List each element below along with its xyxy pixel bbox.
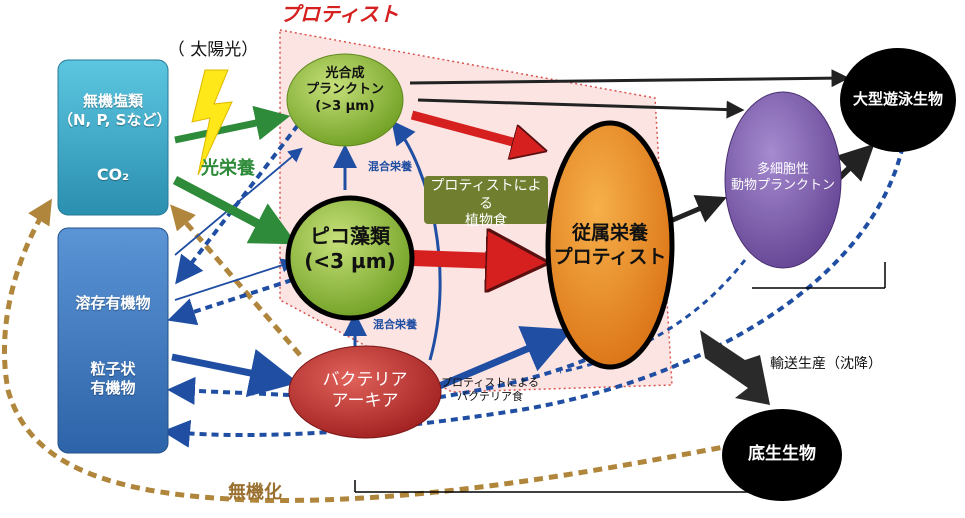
photo-plankton-label: 光合成 プランクトン (>3 µm) bbox=[305, 66, 384, 114]
dissolved-label: 溶存有機物 bbox=[75, 294, 151, 312]
protist-group-label: プロティスト bbox=[280, 2, 399, 26]
mineralization-label: 無機化 bbox=[228, 482, 282, 503]
mixotroph-top-label: 混合栄養 bbox=[368, 160, 412, 173]
pico-label: ピコ藻類 (<3 µm) bbox=[304, 224, 396, 273]
mixotroph-bottom-label: 混合栄養 bbox=[373, 318, 417, 331]
transport-label: 輸送生産（沈降） bbox=[770, 356, 882, 372]
red-arrow-photo-to-heterotroph bbox=[410, 110, 535, 148]
herbivory-label: プロティストによる 植物食 bbox=[430, 178, 542, 229]
dashed-arrow-nekton-to-particulate bbox=[162, 134, 907, 448]
red-arrow-pico-to-heterotroph bbox=[411, 258, 527, 262]
sinking-arrow bbox=[700, 330, 770, 405]
benthos-node bbox=[722, 409, 842, 501]
arrow-particulate-to-bacteria bbox=[171, 349, 299, 398]
inorganic-box bbox=[57, 59, 169, 216]
heterotroph-label: 従属栄養 プロティスト bbox=[553, 222, 667, 268]
thin-arrow-dissolved-to-pico bbox=[174, 258, 296, 301]
co2-label: CO₂ bbox=[96, 165, 130, 184]
mixotroph-arrow-bacteria-to-photo bbox=[391, 120, 442, 361]
dashed-arrow-pico-to-dissolved bbox=[167, 278, 293, 326]
particulate-label: 粒子状 有機物 bbox=[90, 360, 136, 397]
inorganic-label: 無機塩類 （N, P, Sなど） bbox=[58, 92, 172, 129]
herbivory-box bbox=[424, 176, 548, 224]
sunlight-label: （ 太陽光） bbox=[167, 40, 259, 60]
pico-node bbox=[285, 195, 415, 321]
mineralization-arrow bbox=[1, 198, 736, 503]
dashed-arrow-bacteria-to-particulate bbox=[167, 376, 291, 405]
black-arrow-photo-to-zooplankton bbox=[417, 98, 745, 119]
zooplankton-label: 多細胞性 動物プランクトン bbox=[730, 162, 835, 194]
black-arrow-photo-to-nekton bbox=[409, 69, 850, 88]
thin-arrow-dissolved-to-photo bbox=[174, 147, 303, 256]
benthos-label: 底生生物 bbox=[748, 444, 816, 464]
black-arrow-heterotroph-to-zooplankton bbox=[667, 194, 727, 225]
zooplankton-node bbox=[724, 91, 842, 269]
green-arrow-inorganic-to-pico bbox=[172, 176, 297, 245]
mineralization-arrow-bacteria bbox=[170, 204, 302, 357]
bacteria-label: バクテリア アーキア bbox=[322, 370, 408, 412]
nekton-label: 大型遊泳生物 bbox=[852, 90, 943, 108]
bacteria-node bbox=[288, 345, 442, 439]
heterotroph-node bbox=[545, 120, 675, 370]
organic-box bbox=[57, 227, 169, 454]
green-arrow-inorganic-to-photo bbox=[174, 105, 291, 144]
bacterivory-label: プロティストによる バクテリア食 bbox=[440, 376, 539, 403]
photo-plankton-node bbox=[286, 53, 404, 147]
sunlight-bolt-icon bbox=[191, 69, 233, 176]
nekton-node bbox=[840, 48, 956, 152]
arrow-bacteria-to-heterotroph bbox=[428, 326, 573, 394]
photo-feed-label: 光栄養 bbox=[201, 158, 255, 179]
